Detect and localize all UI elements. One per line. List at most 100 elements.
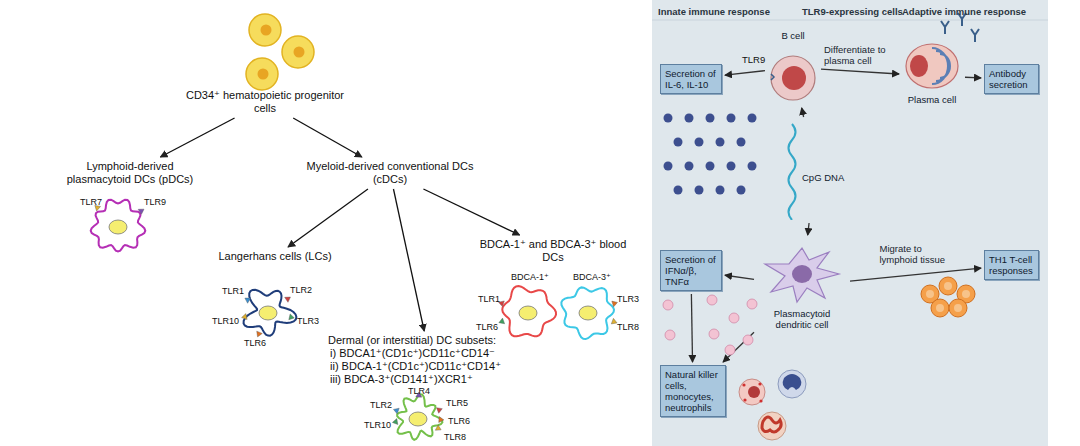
dendritic-cell	[244, 290, 297, 336]
connector-arrow	[723, 332, 754, 362]
node-text: Adaptive immune response	[902, 6, 1026, 17]
node-text: Plasmacytoid dendritic cell	[757, 308, 847, 330]
cell-node: Plasma cell	[902, 36, 962, 116]
node-text: BDCA-1⁺ and BDCA-3⁺ blood DCs	[478, 238, 628, 264]
cell-nucleus	[748, 386, 760, 398]
cell-nucleus	[294, 47, 305, 58]
cell-node: B cell	[768, 30, 818, 105]
node-text: iii) BDCA-3⁺(CD141⁺)XCR1⁺	[328, 373, 533, 386]
receptor-label: TLR7	[80, 197, 102, 207]
connector-arrow	[393, 189, 424, 331]
cell-illustration	[768, 30, 818, 105]
tlr9-receptor	[771, 74, 774, 80]
subset-label: BDCA-1⁺	[511, 272, 549, 282]
plasma-cell	[906, 44, 958, 88]
connector-arrow	[808, 223, 809, 235]
connector-arrow	[160, 118, 234, 157]
connector-arrow	[288, 189, 368, 247]
cytokine-dot	[716, 138, 725, 147]
node-text: CpG DNA	[802, 172, 848, 183]
process-box: Antibody secretion	[984, 64, 1039, 94]
connector-arrow	[725, 275, 754, 279]
connector-arrow	[423, 189, 519, 235]
node-text: Lymphoid-derived plasmacytoid DCs (pDCs)	[55, 160, 205, 186]
cell-nucleus	[409, 412, 427, 426]
cell-illustration	[782, 120, 848, 220]
cell-nucleus	[261, 25, 272, 36]
tree-node: Myeloid-derived conventional DCs (cDCs)	[305, 160, 475, 186]
cell-nucleus	[762, 417, 781, 432]
cytokine-dot	[748, 114, 757, 123]
panel-header-rule	[652, 20, 1048, 21]
receptor-label: TLR2	[370, 400, 392, 410]
tlr-receptor	[392, 419, 397, 425]
cytokine-dot	[664, 162, 673, 171]
cell-nucleus	[259, 306, 277, 320]
dendritic-cell	[502, 286, 556, 336]
node-text: Antibody secretion	[989, 68, 1034, 90]
cpg-dna-strand	[789, 124, 796, 220]
cytokine-dot	[674, 138, 683, 147]
process-box: Secretion of IFNα/β, TNFα	[660, 250, 722, 291]
panel: Innate immune responseTLR9-expressing ce…	[652, 0, 1048, 446]
tlr-receptor	[245, 298, 251, 303]
cell-nucleus	[783, 374, 802, 390]
cytokine-dot	[706, 162, 715, 171]
interferon-dot	[729, 313, 739, 323]
cytokine-dot	[685, 162, 694, 171]
interferon-dot	[707, 295, 717, 305]
dendritic-cell	[91, 200, 146, 252]
cell-nucleus	[962, 290, 970, 298]
node-heading: Dermal (or interstitial) DC subsets:	[328, 334, 533, 347]
interferon-dot	[747, 299, 757, 309]
b-cell	[771, 56, 815, 100]
progenitor-cell	[282, 36, 314, 68]
node-text: Plasma cell	[902, 94, 962, 105]
cytokine-dot	[695, 186, 704, 195]
cytokine-dot	[685, 114, 694, 123]
receptor-label: TLR10	[364, 420, 391, 430]
interferon-dot	[725, 345, 735, 355]
connector-arrow	[293, 118, 362, 157]
progenitor-cell	[246, 58, 278, 90]
interferon-dot	[709, 329, 719, 339]
connector-arrow	[965, 77, 981, 79]
node-text: Secretion of IFNα/β, TNFα	[665, 254, 717, 287]
granule	[743, 398, 746, 401]
node-text: ii) BDCA-1⁺(CD1c⁺)CD11c⁺CD14⁺	[328, 360, 533, 373]
receptor-label: TLR6	[448, 416, 470, 426]
dendritic-cell	[397, 394, 442, 439]
cytokine-dot	[695, 138, 704, 147]
tree-node: CD34⁺ hematopoietic progenitor cells	[180, 89, 350, 115]
panel-background	[652, 0, 1048, 446]
receptor-label: TLR5	[446, 398, 468, 408]
antibody	[971, 29, 979, 42]
cytokine-dot	[737, 138, 746, 147]
node-text: Myeloid-derived conventional DCs (cDCs)	[305, 160, 475, 186]
cytokine-dot	[727, 114, 736, 123]
tlr-receptor	[285, 297, 291, 302]
granule	[758, 382, 761, 385]
tree-node: Langerhans cells (LCs)	[215, 250, 335, 263]
t-cell	[939, 277, 957, 295]
process-box: Natural killer cells, monocytes, neutrop…	[660, 365, 726, 417]
receptor-label: TLR8	[444, 432, 466, 442]
tlr-receptor	[499, 318, 505, 324]
connector-arrow	[802, 108, 804, 117]
cell-node: CpG DNA	[782, 120, 848, 220]
endoplasmic-reticulum	[932, 48, 950, 84]
receptor-label: TLR3	[617, 294, 639, 304]
cytokine-dot	[674, 186, 683, 195]
cell-nucleus	[519, 306, 537, 320]
node-heading: Innate immune response	[658, 6, 770, 17]
monocyte	[778, 370, 806, 398]
receptor-label: TLR10	[212, 316, 239, 326]
antibody	[941, 21, 949, 34]
connector-arrow	[725, 71, 765, 76]
cell-nucleus	[258, 69, 269, 80]
receptor-label: TLR2	[290, 285, 312, 295]
node-text: Secretion of IL-6, IL-10	[665, 68, 717, 90]
receptor-label: TLR8	[617, 322, 639, 332]
node-text: TH1 T-cell responses	[989, 254, 1034, 276]
